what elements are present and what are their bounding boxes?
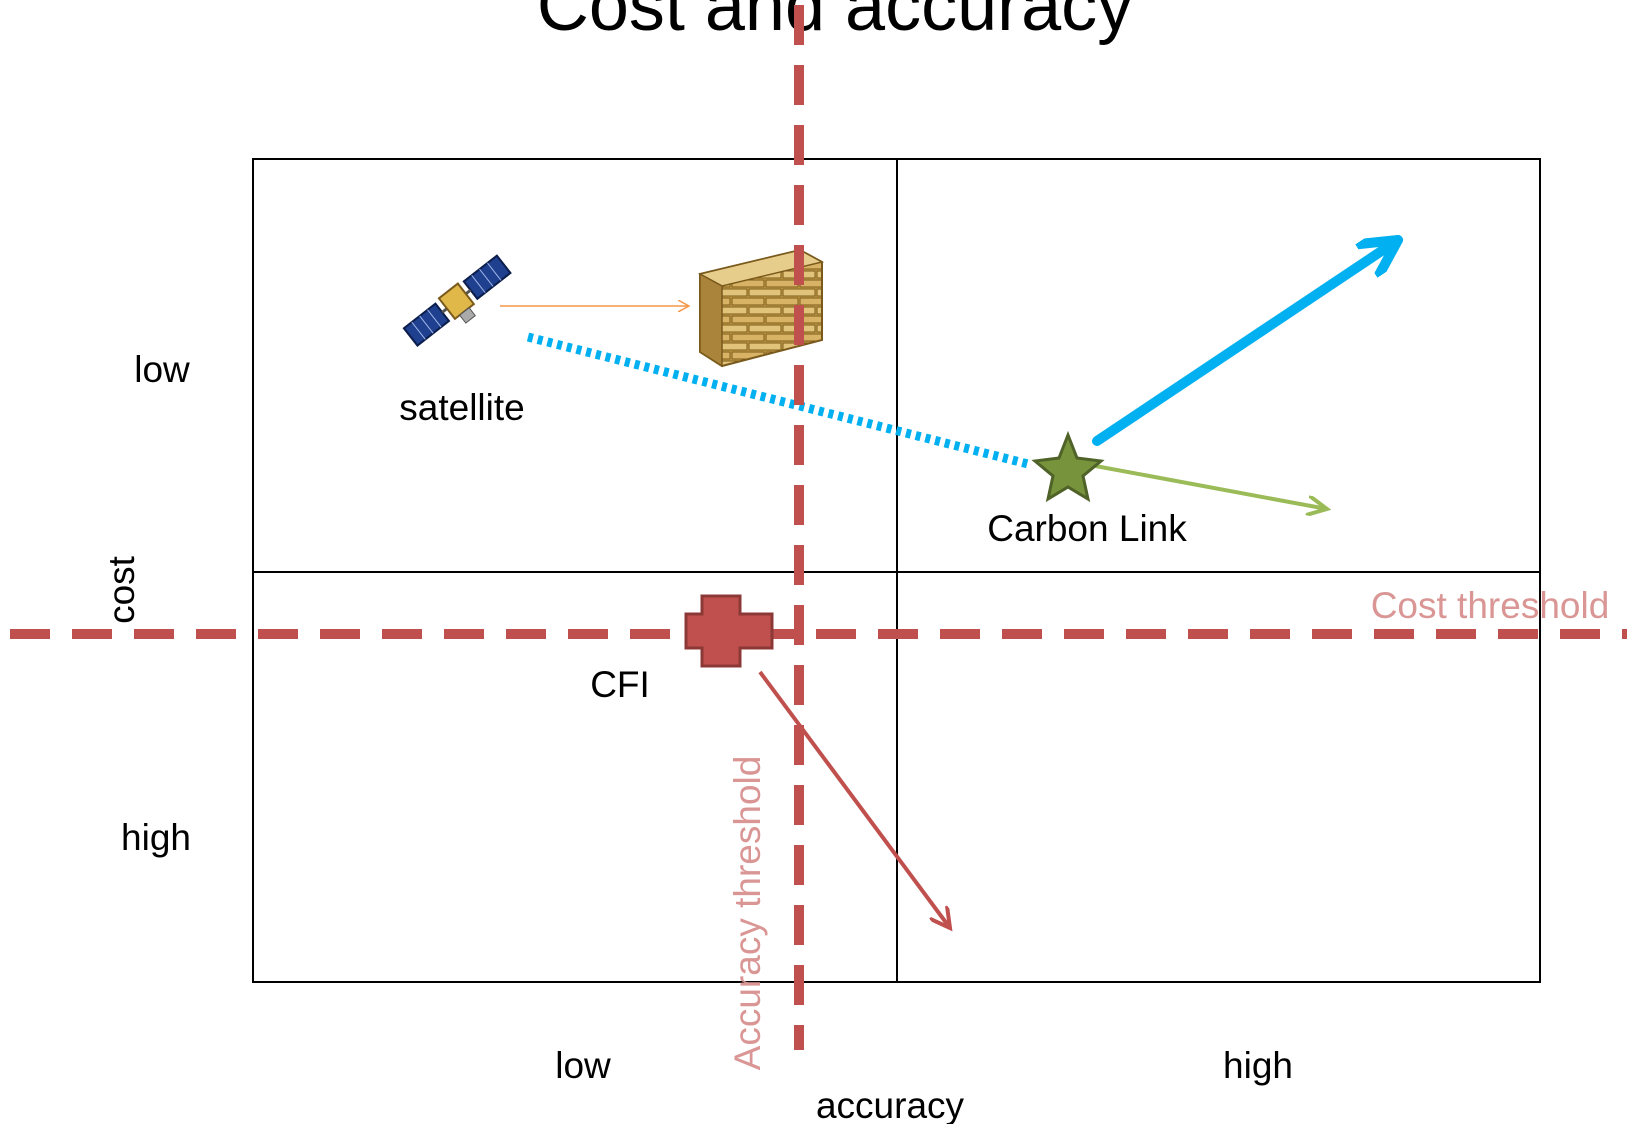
satellite-label: satellite [399, 387, 524, 428]
cfi-label: CFI [590, 664, 650, 705]
x-tick-high: high [1223, 1045, 1293, 1086]
satellite-icon [402, 254, 512, 347]
brick-wall-icon [697, 248, 825, 368]
carbon-link-label: Carbon Link [987, 508, 1187, 549]
x-axis-label: accuracy [816, 1085, 965, 1124]
y-axis-label: cost [101, 555, 142, 624]
satellite-to-carbon-link-line [526, 332, 1030, 469]
carbon-link-blue-arrow [1092, 235, 1403, 446]
cost-threshold-label: Cost threshold [1371, 585, 1610, 626]
page-title: Cost and accuracy [537, 0, 1133, 46]
y-tick-low: low [134, 349, 190, 390]
star-icon [1031, 430, 1105, 503]
carbon-link-green-arrow [1089, 463, 1327, 509]
y-tick-high: high [121, 817, 191, 858]
cfi-red-arrow [758, 670, 950, 928]
accuracy-threshold-label: Accuracy threshold [727, 756, 768, 1071]
quadrant-grid [252, 158, 1541, 983]
cross-icon [684, 594, 774, 668]
x-tick-low: low [555, 1045, 611, 1086]
